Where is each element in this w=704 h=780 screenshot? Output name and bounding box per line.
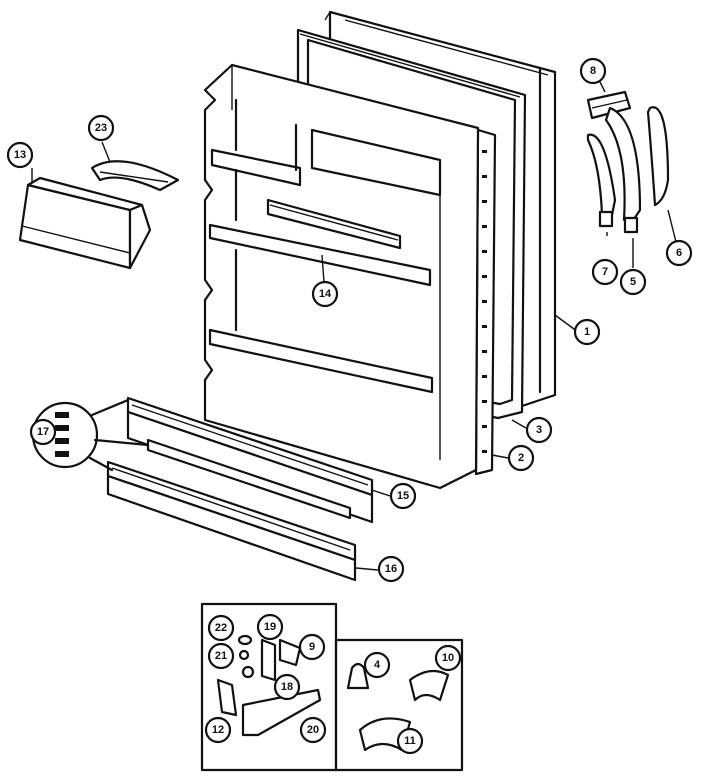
- callout-23: 23: [87, 114, 115, 142]
- callout-20-label: 20: [307, 724, 319, 736]
- callout-4-label: 4: [374, 659, 381, 671]
- dairy-door: [18, 176, 152, 270]
- door-bar-16: [106, 460, 357, 582]
- handle-parts: [586, 90, 670, 234]
- callout-9-label: 9: [309, 641, 315, 653]
- callout-16: 16: [377, 555, 405, 583]
- callout-15: 15: [389, 482, 417, 510]
- hinge-cover-inset-box: [334, 638, 464, 772]
- dairy-lid: [90, 160, 180, 192]
- callout-5: 5: [619, 268, 647, 296]
- callout-13-label: 13: [14, 149, 26, 161]
- callout-6-label: 6: [676, 247, 682, 259]
- callout-19: 19: [256, 613, 284, 641]
- callout-2-label: 2: [518, 452, 524, 464]
- callout-21-label: 21: [215, 650, 227, 662]
- gasket-strip-holes: [482, 150, 487, 453]
- callout-18: 18: [273, 673, 301, 701]
- callout-17-label: 17: [37, 426, 49, 438]
- callout-19-label: 19: [264, 621, 276, 633]
- callout-11: 11: [396, 727, 424, 755]
- callout-22-label: 22: [215, 622, 227, 634]
- callout-8: 8: [579, 57, 607, 85]
- callout-9: 9: [298, 633, 326, 661]
- callout-20: 20: [299, 716, 327, 744]
- callout-12-label: 12: [212, 724, 224, 736]
- callout-17: 17: [29, 418, 57, 446]
- callout-3: 3: [525, 416, 553, 444]
- callout-2: 2: [507, 444, 535, 472]
- leader-lines: [31, 81, 677, 571]
- callout-14-label: 14: [319, 288, 332, 300]
- gasket-strip: [474, 128, 497, 476]
- callout-21: 21: [207, 642, 235, 670]
- callout-1: 1: [573, 318, 601, 346]
- callout-22: 22: [207, 614, 235, 642]
- callout-6: 6: [665, 239, 693, 267]
- callout-10: 10: [434, 644, 462, 672]
- callout-5-label: 5: [630, 276, 636, 288]
- callout-23-label: 23: [95, 122, 107, 134]
- callout-16-label: 16: [385, 563, 397, 575]
- callout-12: 12: [204, 716, 232, 744]
- callout-8-label: 8: [590, 65, 596, 77]
- callout-3-label: 3: [536, 424, 542, 436]
- door-bar-15: [126, 396, 374, 524]
- callout-1-label: 1: [584, 326, 590, 338]
- callout-10-label: 10: [442, 652, 454, 664]
- callout-13: 13: [6, 141, 34, 169]
- callout-18-label: 18: [281, 681, 293, 693]
- callout-15-label: 15: [397, 490, 409, 502]
- callout-14: 14: [311, 280, 339, 308]
- inner-door-liner: [203, 63, 480, 490]
- callout-7: 7: [591, 258, 619, 286]
- callout-7-label: 7: [602, 266, 608, 278]
- callout-11-label: 11: [404, 735, 416, 747]
- callout-4: 4: [363, 651, 391, 679]
